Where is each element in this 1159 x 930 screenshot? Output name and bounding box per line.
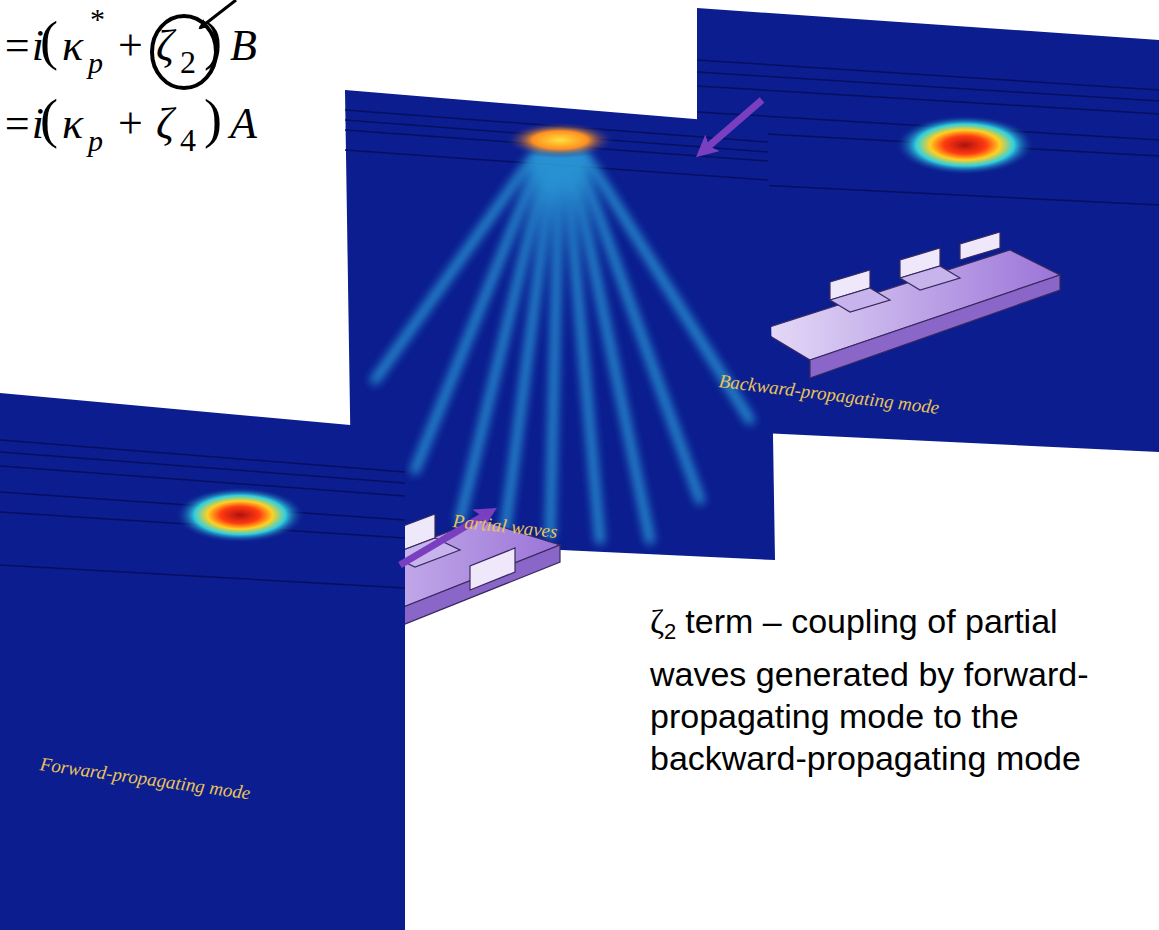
panel-label: Forward-propagating mode xyxy=(38,753,251,804)
equation-symbol: ( xyxy=(40,92,58,146)
callout-symbol: ζ xyxy=(650,603,664,640)
field-panel: Forward-propagating mode xyxy=(0,393,405,930)
partial-waves-panel xyxy=(345,90,775,560)
equation-symbol: 4 xyxy=(180,124,196,156)
equation-symbol: ) xyxy=(204,92,222,146)
equation-symbol: + xyxy=(118,24,143,68)
equation-symbol: κ xyxy=(62,24,83,68)
equation-symbol: + xyxy=(118,102,143,146)
field-panel: Backward-propagating mode xyxy=(697,8,1159,452)
equation-symbol: ζ xyxy=(156,102,174,146)
panel-label: Partial waves xyxy=(452,510,559,543)
panel-ground xyxy=(0,393,405,930)
grating-waveguide xyxy=(760,232,1060,378)
equation-symbol: =i xyxy=(2,24,44,68)
equation-symbol: ) xyxy=(204,14,222,68)
equation-symbol: p xyxy=(88,126,103,156)
callout-note: ζ2term – coupling of partial waves gener… xyxy=(650,600,1145,779)
forward-mode-panel xyxy=(0,393,405,930)
panel-label: Backward-propagating mode xyxy=(718,370,941,419)
partial-wave-rays xyxy=(375,140,750,540)
equation-symbol: κ xyxy=(62,102,83,146)
mode-profile xyxy=(895,115,1035,175)
field-panel: Partial waves xyxy=(345,90,775,560)
equation-symbol: 2 xyxy=(180,46,196,78)
mode-profile xyxy=(175,487,305,543)
equation-symbol: ζ xyxy=(156,24,174,68)
propagation-arrow xyxy=(702,100,762,152)
equation-symbol: * xyxy=(90,4,105,34)
equation-symbol: =i xyxy=(2,102,44,146)
layer-lines xyxy=(0,440,405,588)
callout-symbol: 2 xyxy=(664,619,676,644)
equation-symbol: p xyxy=(88,48,103,78)
source-spot xyxy=(505,122,615,158)
panel-ground xyxy=(345,90,775,560)
callout-text: term – coupling of partial waves generat… xyxy=(650,602,1088,777)
equation-symbol: A xyxy=(230,102,257,146)
equation-symbol: B xyxy=(230,24,257,68)
equation-symbol: ( xyxy=(40,14,58,68)
